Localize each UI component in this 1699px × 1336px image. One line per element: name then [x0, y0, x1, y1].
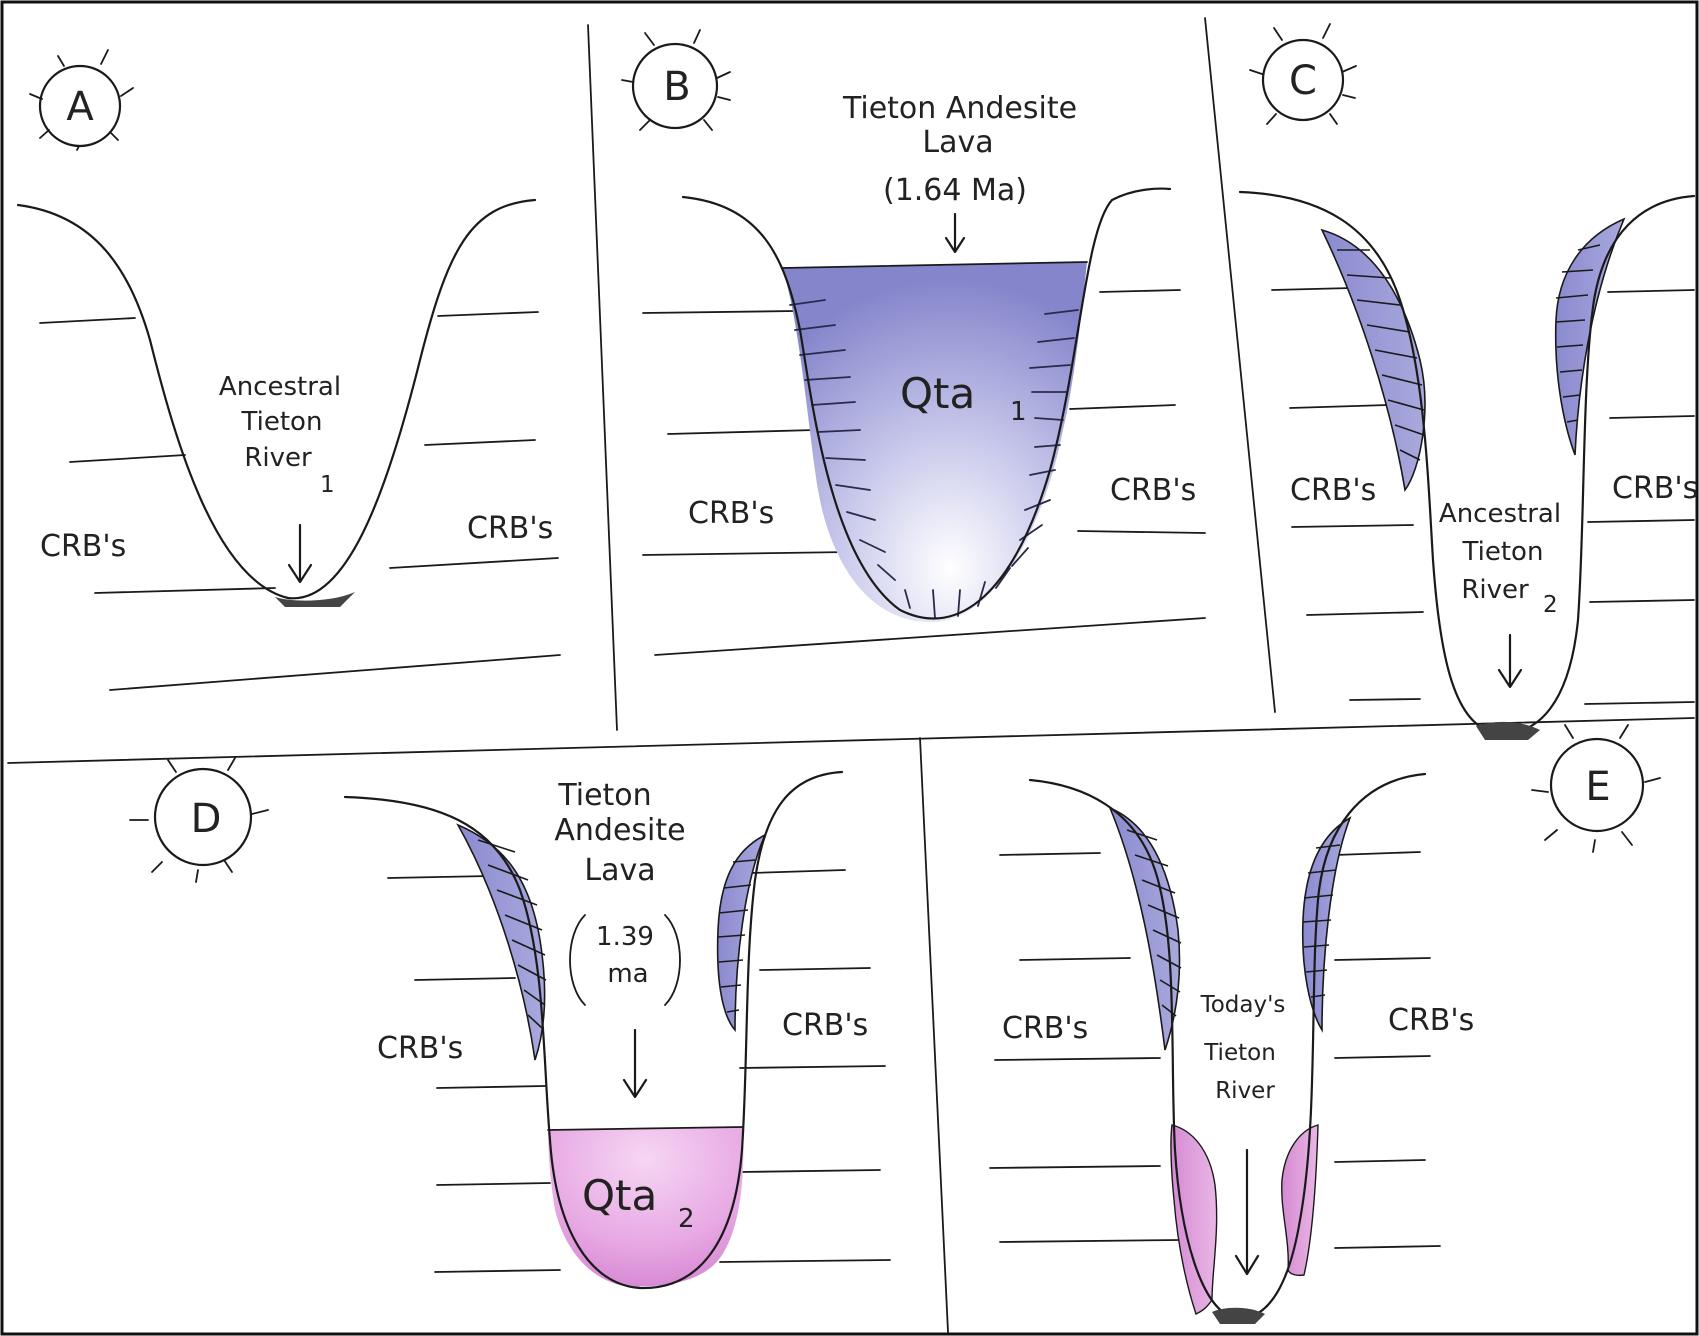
- svg-text:Ancestral: Ancestral: [1439, 499, 1561, 529]
- panel-e-left-rock: CRB's: [1002, 1011, 1088, 1046]
- panel-c-right-rock: CRB's: [1612, 471, 1698, 506]
- svg-text:Tieton: Tieton: [557, 778, 651, 813]
- svg-text:Today's: Today's: [1200, 992, 1286, 1018]
- svg-text:Lava: Lava: [584, 853, 655, 888]
- svg-text:(1.64 Ma): (1.64 Ma): [883, 173, 1027, 208]
- panel-d-letter: D: [191, 796, 222, 842]
- panel-e-letter: E: [1585, 764, 1610, 810]
- svg-text:2: 2: [1543, 592, 1558, 618]
- panel-c-letter: C: [1289, 58, 1317, 104]
- svg-text:Tieton: Tieton: [1462, 537, 1544, 567]
- panel-a-left-rock: CRB's: [40, 529, 126, 564]
- svg-text:River: River: [1461, 575, 1529, 605]
- panel-a-letter: A: [66, 84, 94, 130]
- svg-text:1.39: 1.39: [596, 922, 654, 952]
- panel-d-left-rock: CRB's: [377, 1031, 463, 1066]
- svg-text:ma: ma: [607, 959, 648, 989]
- panel-b-letter: B: [663, 64, 690, 110]
- svg-text:2: 2: [678, 1204, 695, 1234]
- svg-text:1: 1: [1010, 397, 1027, 427]
- panel-b-left-rock: CRB's: [688, 496, 774, 531]
- panel-e-right-rock: CRB's: [1388, 1003, 1474, 1038]
- svg-text:River: River: [244, 443, 312, 473]
- svg-text:1: 1: [320, 472, 335, 498]
- svg-text:River: River: [1215, 1078, 1275, 1104]
- svg-text:Lava: Lava: [922, 125, 993, 160]
- panel-c-left-rock: CRB's: [1290, 473, 1376, 508]
- svg-text:Ancestral: Ancestral: [219, 372, 341, 402]
- svg-text:Qta: Qta: [900, 369, 975, 418]
- svg-text:Tieton: Tieton: [241, 407, 323, 437]
- svg-text:Andesite: Andesite: [554, 813, 685, 848]
- panel-d-right-rock: CRB's: [782, 1008, 868, 1043]
- panel-a-right-rock: CRB's: [467, 511, 553, 546]
- svg-text:Tieton: Tieton: [1203, 1040, 1276, 1066]
- svg-text:Tieton Andesite: Tieton Andesite: [842, 91, 1077, 126]
- panel-b-right-rock: CRB's: [1110, 473, 1196, 508]
- svg-text:Qta: Qta: [582, 1171, 657, 1220]
